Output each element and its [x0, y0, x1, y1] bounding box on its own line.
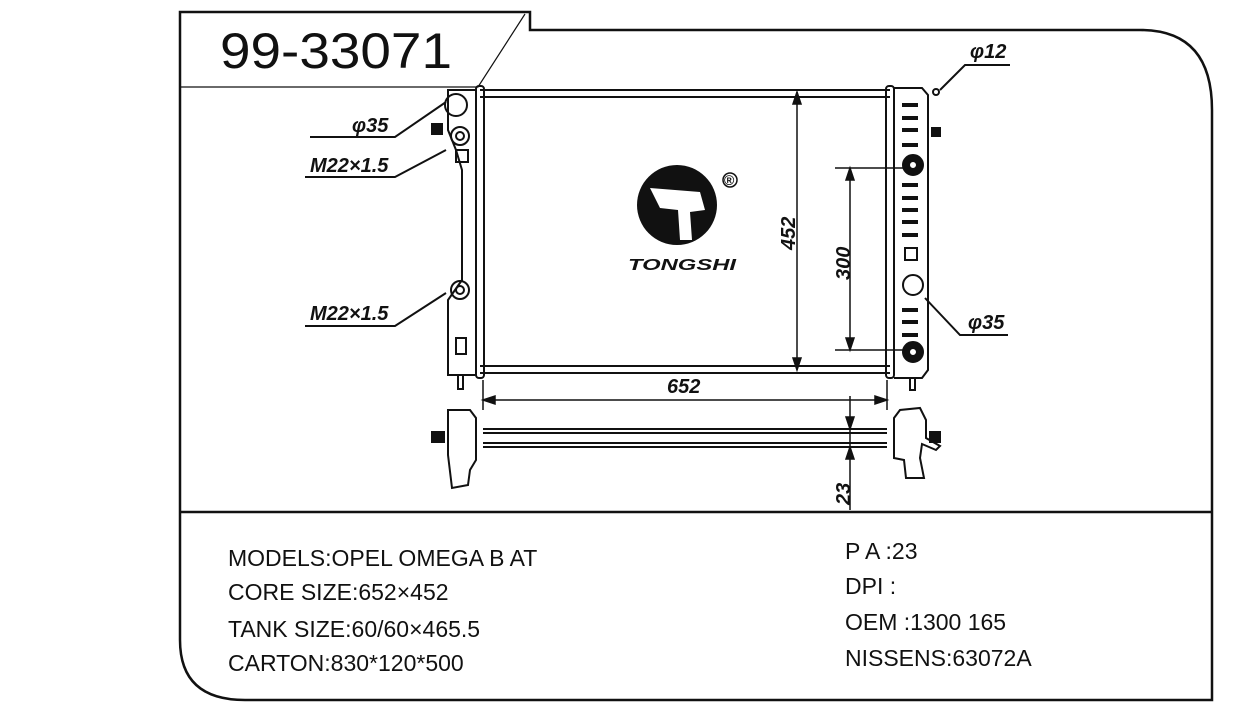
callout-left-thread-bottom: M22×1.5 — [310, 303, 389, 325]
callout-left-thread-top: M22×1.5 — [310, 155, 389, 177]
callout-right-pipe: φ35 — [968, 312, 1005, 334]
specs-right: P A :23 DPI : OEM :1300 165 NISSENS:6307… — [845, 538, 1032, 671]
registered-mark: ® — [724, 172, 735, 188]
depth-label: 23 — [833, 483, 855, 506]
spec-pa: P A :23 — [845, 538, 917, 564]
spec-tank-size: TANK SIZE:60/60×465.5 — [228, 616, 480, 642]
dimension-lines — [480, 89, 905, 510]
callout-left-pipe: φ35 — [352, 115, 389, 137]
specs-left: MODELS:OPEL OMEGA B AT CORE SIZE:652×452… — [228, 545, 537, 676]
spec-carton: CARTON:830*120*500 — [228, 650, 464, 676]
core-width-label: 652 — [667, 376, 700, 398]
spec-dpi: DPI : — [845, 573, 896, 599]
outlet-spacing-label: 300 — [833, 247, 855, 280]
frame-border — [178, 10, 1214, 702]
spec-oem: OEM :1300 165 — [845, 609, 1006, 635]
tongshi-logo: ® TONGSHI — [628, 165, 738, 274]
radiator-front-view — [431, 85, 941, 391]
callout-right-small-pipe: φ12 — [970, 41, 1006, 63]
callout-leaders — [305, 64, 1010, 336]
part-number-title: 99-33071 — [220, 23, 452, 79]
brand-name: TONGSHI — [628, 257, 737, 274]
spec-models: MODELS:OPEL OMEGA B AT — [228, 545, 537, 571]
core-height-label: 452 — [778, 217, 800, 251]
radiator-bottom-view — [431, 406, 942, 490]
spec-nissens: NISSENS:63072A — [845, 645, 1032, 671]
spec-core-size: CORE SIZE:652×452 — [228, 579, 449, 605]
